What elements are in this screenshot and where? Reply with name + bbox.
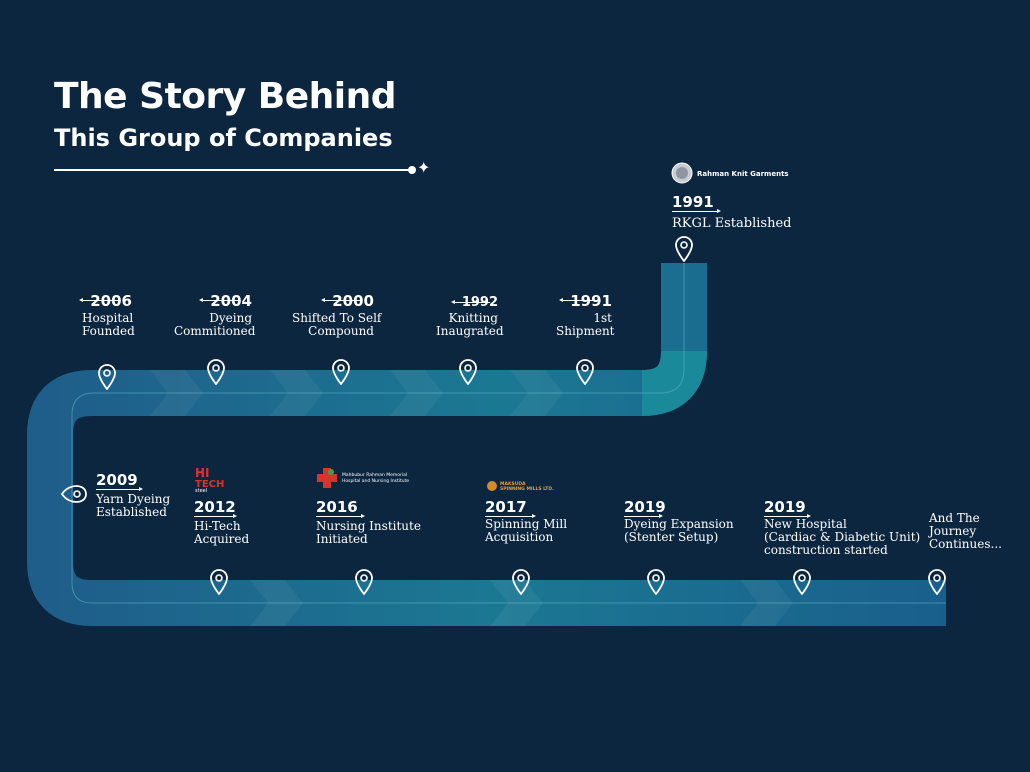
page-subtitle: This Group of Companies [54,124,393,152]
event-year: 2019 [764,498,811,518]
event-year: 1991 [672,193,721,213]
svg-text:HI: HI [195,466,210,480]
event-2009: 2009 Yarn Dyeing Established [96,470,170,519]
rkgl-logo-text: Rahman Knit Garments Ltd. [697,170,791,178]
location-pin-icon [98,364,116,394]
maksuda-spinning-logo: MAKSUDA SPINNING MILLS LTD. [486,477,566,499]
event-text: Spinning Mill Acquisition [485,517,568,544]
event-1991-rkgl: 1991 RKGL Established [672,192,791,230]
page-title: The Story Behind [54,76,396,117]
location-pin-icon [647,569,665,599]
event-text: RKGL Established [672,216,792,231]
event-text: Hospital Founded [82,311,135,338]
svg-text:TECH: TECH [195,479,224,490]
nursing-institute-logo: Mahbubur Rahman Memorial Hospital and Nu… [317,466,417,494]
event-2019-dyeing: 2019 Dyeing Expansion (Stenter Setup) [624,497,734,544]
event-text: 1st Shipment [556,311,615,338]
event-year: 2009 [96,471,143,491]
location-pin-icon [675,236,693,266]
title-underline [54,169,410,171]
location-pin-icon [207,359,225,389]
event-year: 2004 [199,292,252,310]
svg-text:MAKSUDA: MAKSUDA [500,481,526,487]
underline-dot [408,166,416,174]
event-2000: 2000 Shifted To Self Compound [292,291,382,338]
event-text: Yarn Dyeing Established [96,492,171,519]
event-text: New Hospital (Cardiac & Diabetic Unit) c… [764,517,921,557]
event-1992: 1992 Knitting Inaugrated [436,291,504,338]
location-pin-icon [60,485,87,507]
event-text: Dyeing Expansion (Stenter Setup) [624,517,734,544]
svg-text:Mahbubur Rahman Memorial: Mahbubur Rahman Memorial [342,472,407,478]
event-text: Knitting Inaugrated [436,311,504,338]
event-text: Shifted To Self Compound [292,311,382,338]
hitech-logo-text: steel [195,488,207,493]
event-year: 2017 [485,498,536,518]
rkgl-logo: Rahman Knit Garments Ltd. [671,161,807,189]
location-pin-icon [928,569,946,599]
location-pin-icon [576,359,594,389]
event-text: And The Journey Continues... [929,511,1002,551]
event-1991-shipment: 1991 1st Shipment [556,291,615,338]
event-2012: 2012 Hi-Tech Acquired [194,497,249,546]
location-pin-icon [210,569,228,599]
event-year: 2016 [316,498,365,518]
event-2004: 2004 Dyeing Commitioned [174,291,256,338]
svg-text:Hospital and Nursing Institute: Hospital and Nursing Institute [342,478,409,484]
event-year: 2000 [321,292,374,310]
location-pin-icon [512,569,530,599]
event-2016: 2016 Nursing Institute Initiated [316,497,421,546]
event-text: Nursing Institute Initiated [316,519,421,546]
event-year: 2012 [194,498,237,518]
event-year: 2019 [624,498,666,518]
svg-text:SPINNING MILLS LTD.: SPINNING MILLS LTD. [500,486,554,492]
event-year: 1992 [450,294,498,312]
hitech-logo: HI TECH steel [194,465,238,497]
event-text: Dyeing Commitioned [174,311,256,338]
event-2019-hospital: 2019 New Hospital (Cardiac & Diabetic Un… [764,497,920,557]
event-year: 2006 [79,292,132,310]
sparkle-icon: ✦ [417,158,431,177]
event-2006: 2006 Hospital Founded [79,291,135,338]
event-2017: 2017 Spinning Mill Acquisition [485,497,567,544]
event-text: Hi-Tech Acquired [194,519,250,546]
journey-continues: And The Journey Continues... [929,510,1002,551]
location-pin-icon [459,359,477,389]
event-year: 1991 [559,292,612,310]
location-pin-icon [355,569,373,599]
location-pin-icon [793,569,811,599]
location-pin-icon [332,359,350,389]
